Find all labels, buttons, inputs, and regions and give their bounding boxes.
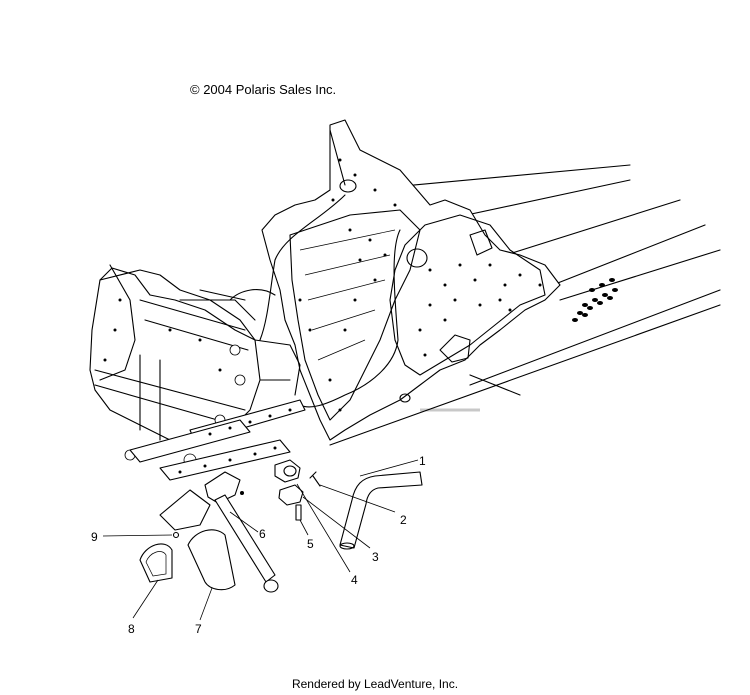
part-1-steering-post [339,471,423,550]
callout-9: 9 [91,530,98,544]
callout-numbers: 1 2 3 4 5 6 7 8 9 [91,454,426,636]
part-8-gasket [139,543,173,583]
callout-1: 1 [419,454,426,468]
chassis-tunnel [259,119,721,446]
callout-5: 5 [307,537,314,551]
footer-text: Rendered by LeadVenture, Inc. [291,677,459,691]
callout-4: 4 [351,573,358,587]
callout-6: 6 [259,527,266,541]
part-2-screw [309,471,321,487]
bulkhead-holes [298,158,542,412]
tunnel-vent-holes [572,278,618,322]
callout-7: 7 [195,622,202,636]
part-9-fastener [172,531,180,539]
part-3-bushing [274,459,304,506]
part-6-steering-arm [159,471,279,593]
callout-8: 8 [128,622,135,636]
copyright-text: © 2004 Polaris Sales Inc. [190,82,337,97]
callout-2: 2 [400,513,407,527]
front-frame [89,264,306,481]
callout-3: 3 [372,550,379,564]
part-5-pin [295,504,302,521]
leader-lines [102,459,419,621]
part-7-boot [187,529,236,591]
